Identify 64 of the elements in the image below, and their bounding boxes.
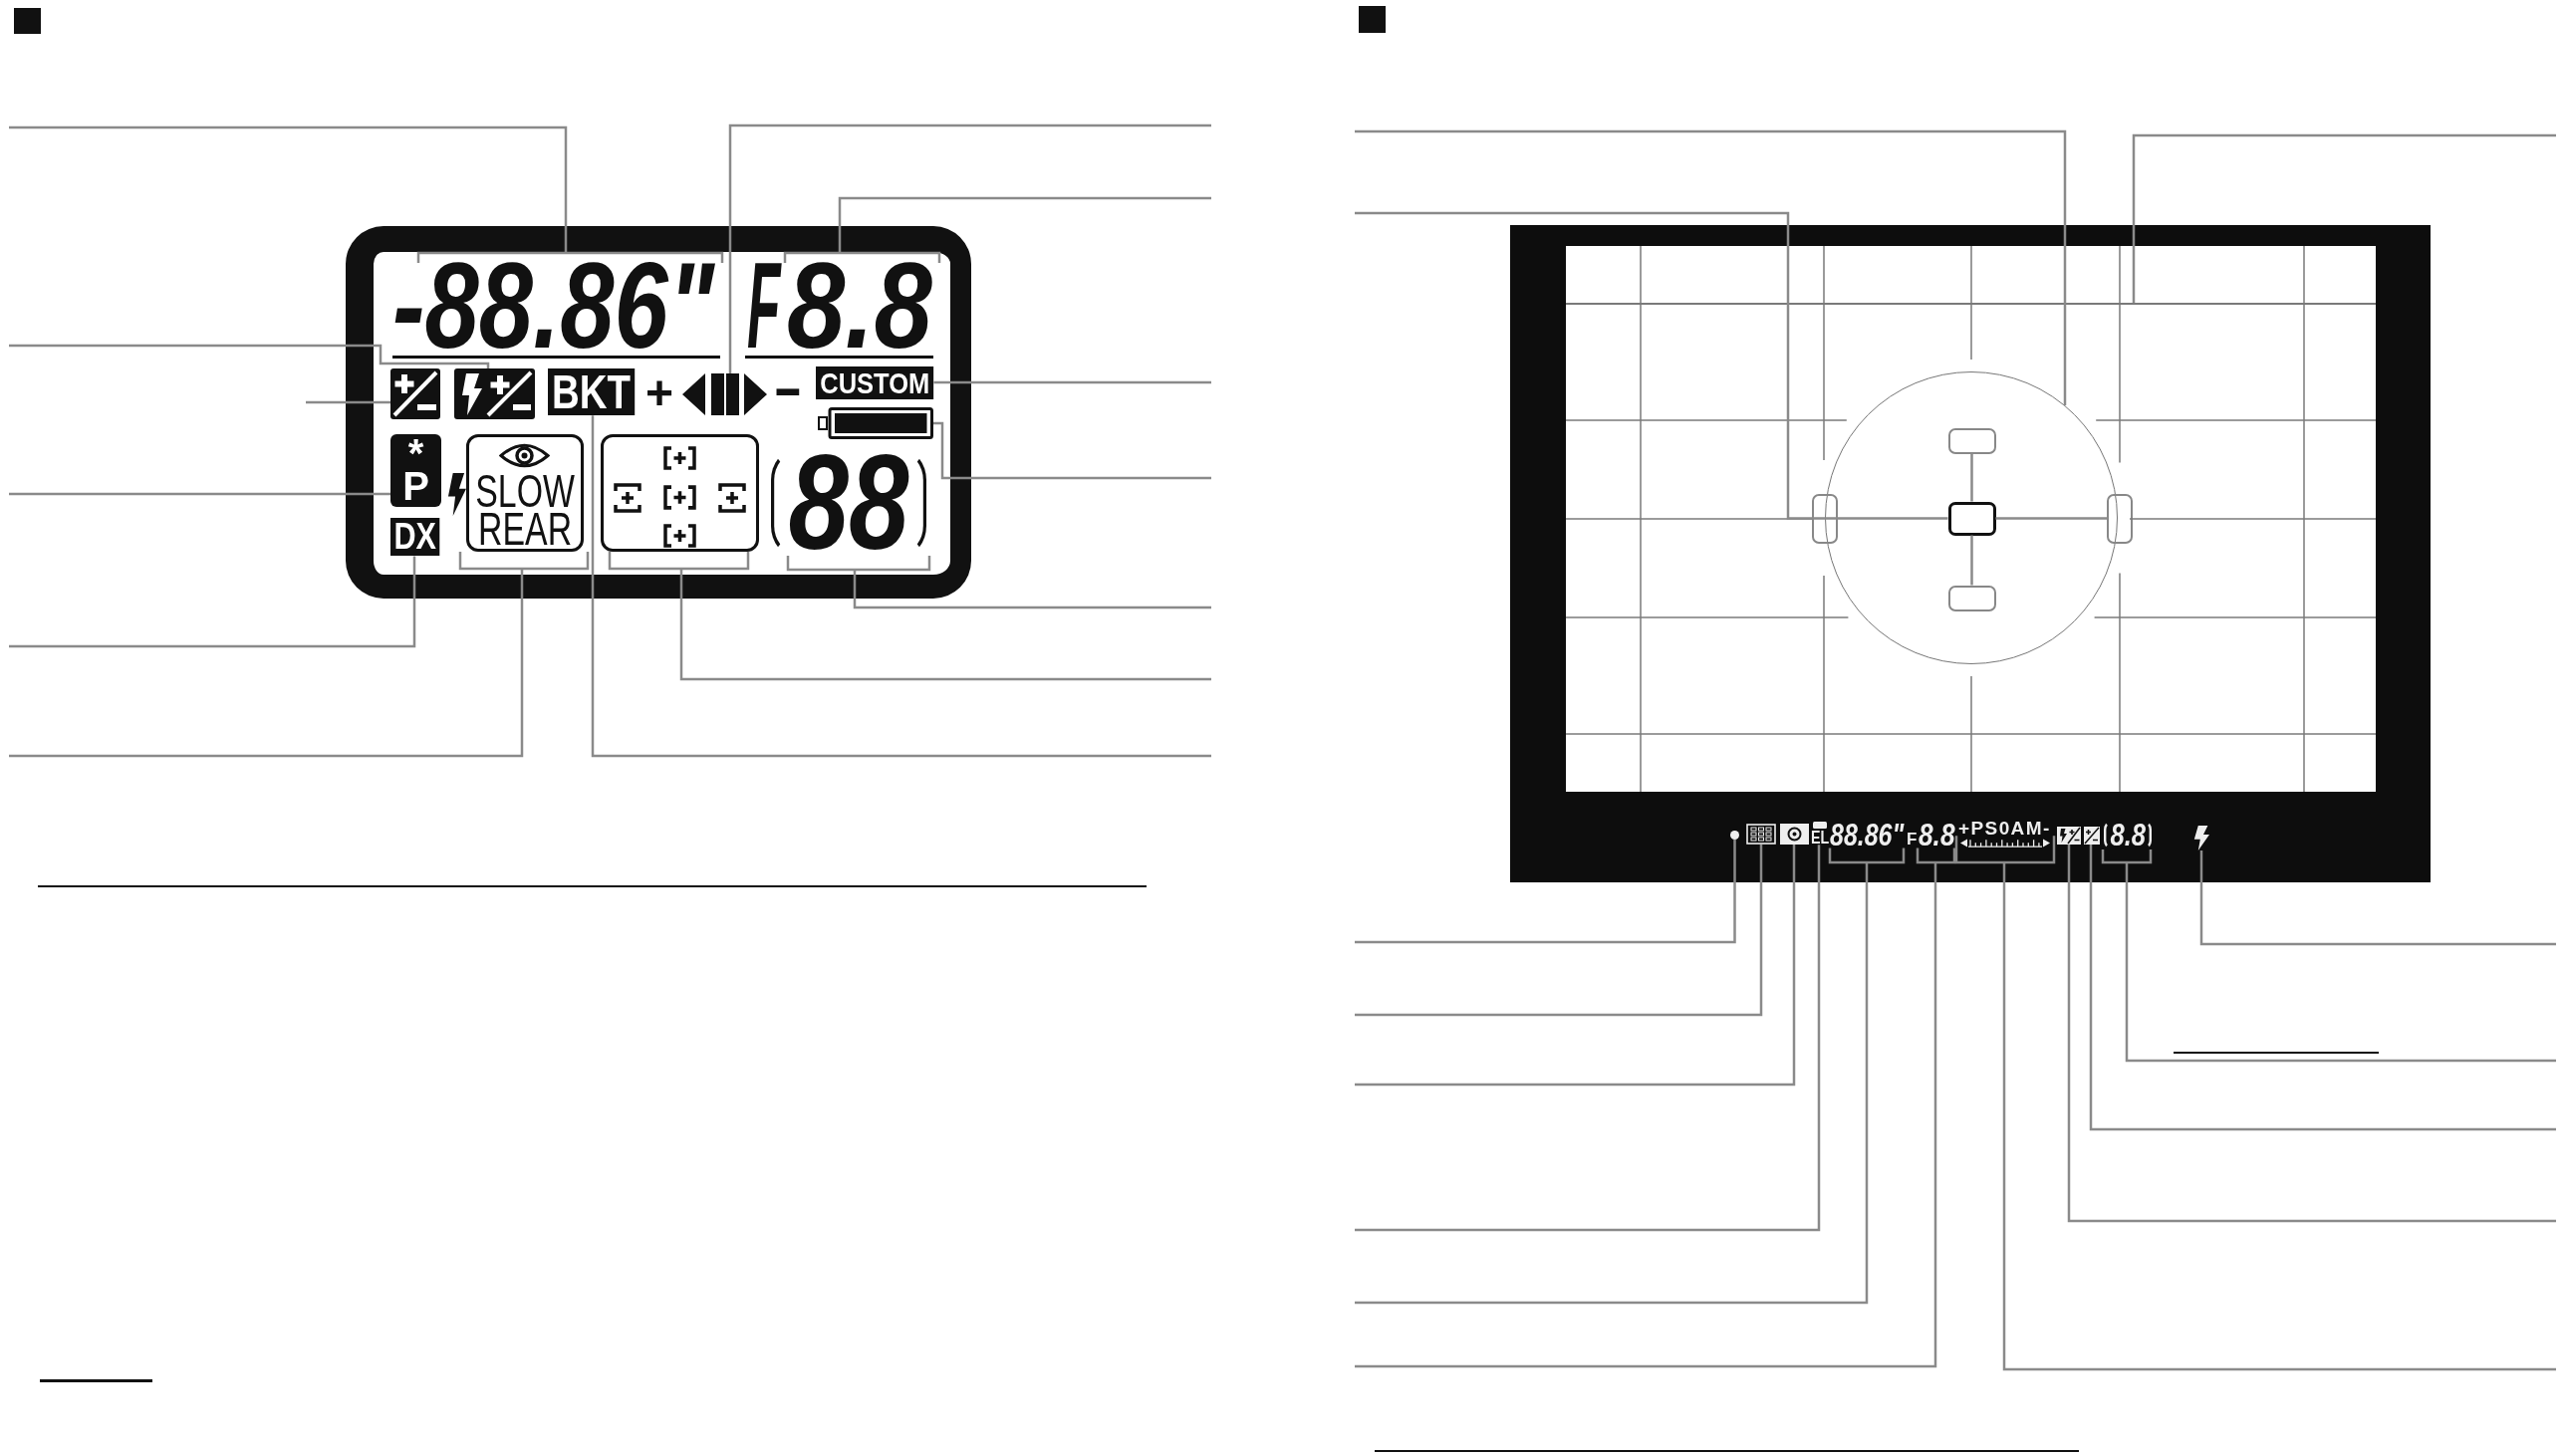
leader-line bbox=[1954, 834, 2558, 1371]
leader-line bbox=[1355, 129, 2067, 405]
leader-line bbox=[1355, 845, 1821, 1232]
flash-plus-minus-icon bbox=[454, 368, 535, 419]
mode-badge: * P bbox=[390, 434, 441, 507]
viewfinder-frame bbox=[1510, 225, 2431, 882]
leader-line bbox=[1353, 847, 1956, 1368]
plus-minus-icon bbox=[2084, 827, 2100, 845]
leader-line bbox=[933, 380, 1211, 384]
indicator-tag: CUSTOM bbox=[816, 366, 934, 399]
battery-icon bbox=[818, 407, 933, 439]
indicator-text: EL bbox=[1811, 830, 1830, 846]
digit-readout: 8.8 bbox=[787, 263, 941, 351]
flash-mode-text: SLOW REAR bbox=[474, 472, 576, 548]
focus-bracket bbox=[1947, 427, 1996, 454]
leader-line bbox=[9, 556, 416, 648]
target-icon bbox=[1780, 824, 1809, 845]
dot-icon bbox=[1730, 831, 1739, 840]
minus-sign: - bbox=[773, 365, 803, 410]
leader-line bbox=[1355, 845, 1796, 1087]
leader-line bbox=[608, 550, 1213, 681]
grid-icon bbox=[1746, 824, 1776, 845]
leader-line bbox=[591, 415, 1211, 758]
focus-bracket bbox=[1947, 585, 1996, 611]
bracketed-readout: 8.8 bbox=[2104, 821, 2153, 850]
digit-readout: 88.86" bbox=[1830, 823, 1907, 849]
leader-line bbox=[306, 400, 390, 404]
indicator-tag: DX bbox=[390, 518, 440, 557]
leader-line bbox=[9, 344, 490, 369]
lcd-panel bbox=[346, 226, 971, 599]
focus-bracket bbox=[1812, 494, 1838, 544]
lightning-icon bbox=[2193, 826, 2209, 850]
plus-sign: + bbox=[645, 374, 674, 413]
digit-readout: 8.8 bbox=[1919, 823, 1957, 849]
leader-line bbox=[728, 123, 1211, 373]
leader-line bbox=[2132, 133, 2556, 303]
leader-line bbox=[9, 492, 390, 496]
leader-line bbox=[1353, 211, 2109, 587]
bracketed-readout: 88 bbox=[771, 450, 927, 556]
leader-line bbox=[933, 421, 1211, 480]
digit-readout: -88.86" bbox=[392, 263, 722, 351]
indicator-tag: BKT bbox=[548, 368, 635, 416]
grid-line bbox=[1566, 303, 2376, 305]
plus-minus-icon bbox=[390, 368, 440, 419]
focus-bracket bbox=[2107, 494, 2133, 544]
leader-line bbox=[2199, 850, 2556, 946]
leader-line bbox=[2101, 848, 2558, 1063]
prefix-letter: F bbox=[747, 263, 783, 351]
leader-line bbox=[7, 550, 590, 758]
focus-bracket bbox=[1947, 501, 1996, 536]
leader-line bbox=[1353, 847, 1906, 1305]
arrow-bar-icon bbox=[682, 373, 767, 415]
prefix-letter: F bbox=[1907, 833, 1918, 847]
leader-line bbox=[2089, 845, 2556, 1131]
leader-line bbox=[1355, 840, 1736, 944]
leader-line bbox=[786, 554, 1213, 609]
indicator-text: +PS0AM- bbox=[1958, 821, 2051, 837]
leader-line bbox=[783, 196, 1213, 265]
leader-line bbox=[1355, 845, 1763, 1017]
focus-area-frame bbox=[601, 434, 759, 552]
flash-plus-minus-icon bbox=[2057, 827, 2081, 845]
leader-line bbox=[7, 125, 724, 265]
flash-mode-frame bbox=[466, 434, 584, 552]
leader-line bbox=[2067, 845, 2556, 1223]
